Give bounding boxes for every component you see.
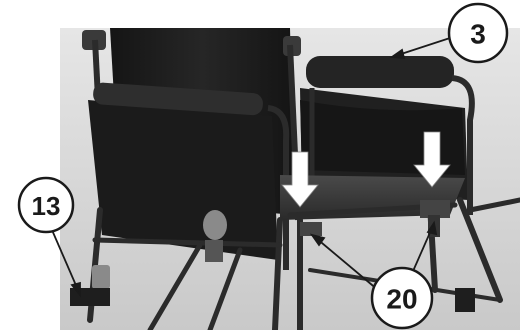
rear-caster	[455, 288, 475, 312]
callout-label-13: 13	[32, 191, 61, 221]
callout-seat-latches: 20	[372, 268, 432, 328]
callout-label-20: 20	[386, 284, 417, 315]
armrest-pad	[306, 56, 454, 88]
wheel-lock	[92, 265, 110, 289]
callout-footrest: 13	[19, 178, 73, 232]
callout-label-3: 3	[470, 19, 486, 50]
callout-armrest: 3	[449, 4, 507, 62]
